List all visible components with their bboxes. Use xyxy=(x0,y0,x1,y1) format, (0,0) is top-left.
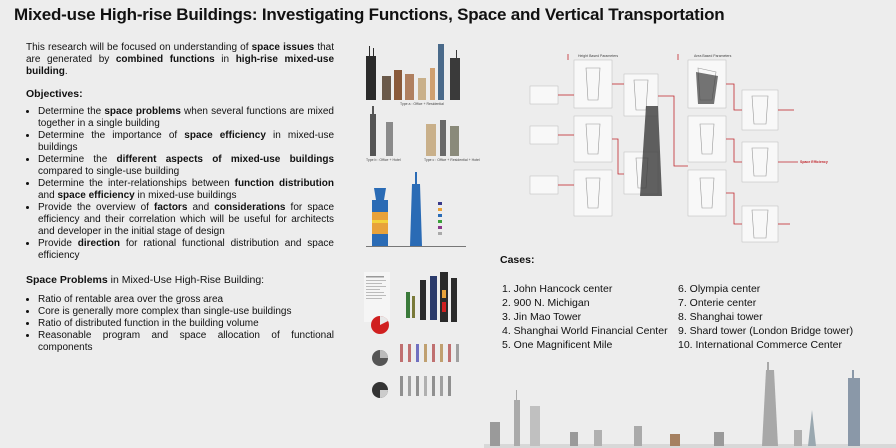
page-title: Mixed-use High-rise Buildings: Investiga… xyxy=(14,5,725,24)
intro-bold: high-rise mixed-use building xyxy=(26,54,334,77)
case-item: 2. 900 N. Michigan xyxy=(502,297,590,309)
function-distribution-chart xyxy=(366,172,466,247)
type-a-towers xyxy=(366,44,460,100)
objective-item: Determine the inter-relationships betwee… xyxy=(38,178,334,202)
case-item: 4. Shanghai World Financial Center xyxy=(502,325,668,337)
intro-bold: combined functions xyxy=(115,54,215,65)
intro-text: in xyxy=(214,54,236,65)
tower-types-figure xyxy=(364,44,466,398)
case-item: 1. John Hancock center xyxy=(502,283,613,295)
case-item: 5. One Magnificent Mile xyxy=(502,339,613,351)
space-problem-item: Ratio of distributed function in the bui… xyxy=(38,318,334,330)
space-problem-item: Reasonable program and space allocation … xyxy=(38,330,334,354)
parameters-diagram xyxy=(529,54,798,243)
skyline-illustration xyxy=(484,362,896,448)
objective-item: Determine the space problems when severa… xyxy=(38,106,334,130)
space-problems-heading: Space Problems in Mixed-Use High-Rise Bu… xyxy=(26,274,265,286)
case-item: 7. Onterie center xyxy=(678,297,757,309)
function-ratio-columns xyxy=(400,344,459,396)
case-item: 10. International Commerce Center xyxy=(678,339,842,351)
space-problem-item: Ratio of rentable area over the gross ar… xyxy=(38,294,334,306)
type-a-caption: Type a : Office + Residential xyxy=(400,102,444,106)
objective-item: Provide the overview of factors and cons… xyxy=(38,202,334,238)
space-problems-list: Ratio of rentable area over the gross ar… xyxy=(26,294,334,354)
case-item: 8. Shanghai tower xyxy=(678,311,763,323)
cases-list-right: 6. Olympia center 7. Onterie center 8. S… xyxy=(678,282,853,352)
space-problem-item: Core is generally more complex than sing… xyxy=(38,306,334,318)
intro-text: . xyxy=(64,66,68,77)
space-efficiency-caption: Space Efficiency xyxy=(800,160,828,164)
intro-paragraph: This research will be focused on underst… xyxy=(26,42,334,78)
objectives-heading: Objectives: xyxy=(26,88,83,100)
case-item: 3. Jin Mao Tower xyxy=(502,311,582,323)
central-tower-silhouette xyxy=(640,106,662,196)
intro-text: This research will be focused on underst… xyxy=(26,42,252,53)
intro-text: that are generated by xyxy=(26,42,334,65)
objectives-list: Determine the space problems when severa… xyxy=(26,106,334,262)
cases-heading: Cases: xyxy=(500,254,535,266)
height-params-caption: Height Based Parameters xyxy=(578,54,619,58)
case-towers-row xyxy=(406,272,457,322)
type-b-towers xyxy=(370,106,393,156)
type-b-caption: Type b : Office + Hotel xyxy=(366,158,401,162)
cases-list-left: 1. John Hancock center 2. 900 N. Michiga… xyxy=(502,282,668,352)
intro-bold: space issues xyxy=(251,42,315,53)
type-c-towers xyxy=(426,120,459,156)
area-params-caption: Area Based Parameters xyxy=(694,54,732,58)
left-text-column: This research will be focused on underst… xyxy=(26,42,334,354)
case-item: 6. Olympia center xyxy=(678,283,761,295)
objective-item: Determine the importance of space effici… xyxy=(38,130,334,154)
objective-item: Determine the different aspects of mixed… xyxy=(38,154,334,178)
type-c-caption: Type c : Office + Residential + Hotel xyxy=(424,158,480,162)
case-legend-panel xyxy=(364,272,390,322)
case-item: 9. Shard tower (London Bridge tower) xyxy=(678,325,854,337)
objective-item: Provide direction for rational functiona… xyxy=(38,238,334,262)
